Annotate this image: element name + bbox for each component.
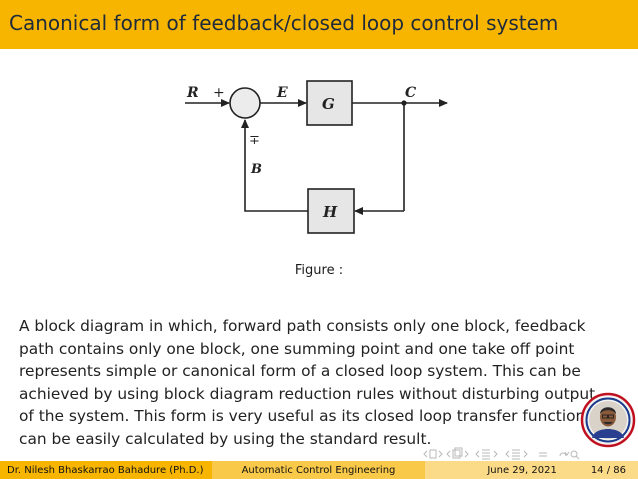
footer-bar: Dr. Nilesh Bhaskarrao Bahadure (Ph.D.) A… <box>0 461 638 479</box>
page-number: 14 / 86 <box>590 464 626 476</box>
body-line: path contains only one block, one summin… <box>19 339 575 358</box>
nav-section-icon[interactable] <box>475 449 498 460</box>
forward-block-g <box>306 80 353 126</box>
forward-block-label: G <box>322 95 335 113</box>
title-bar: Canonical form of feedback/closed loop c… <box>0 0 638 49</box>
error-label: E <box>276 85 288 101</box>
beamer-nav-icons[interactable] <box>423 447 623 461</box>
footer-author: Dr. Nilesh Bhaskarrao Bahadure (Ph.D.) <box>0 461 212 479</box>
footer-course: Automatic Control Engineering <box>212 461 425 479</box>
nav-search-icon[interactable] <box>559 450 580 460</box>
feedback-block-label: H <box>322 203 338 221</box>
feedback-sign: ∓ <box>249 133 260 148</box>
body-line: achieved by using block diagram reductio… <box>19 384 596 403</box>
body-paragraph: A block diagram in which, forward path c… <box>19 315 619 450</box>
plus-sign: + <box>213 85 225 101</box>
body-line: can be easily calculated by using the st… <box>19 429 432 448</box>
nav-document-icon[interactable] <box>505 449 528 460</box>
figure-caption: Figure : <box>0 263 638 278</box>
footer-date: June 29, 2021 <box>487 464 557 476</box>
body-line: of the system. This form is very useful … <box>19 407 586 425</box>
footer-date-page: June 29, 2021 14 / 86 <box>425 461 638 479</box>
nav-subsection-icon[interactable] <box>446 447 469 459</box>
institute-logo-avatar <box>580 392 636 448</box>
slide-title: Canonical form of feedback/closed loop c… <box>9 11 559 35</box>
feedback-signal-label: B <box>250 162 262 177</box>
author-name: Dr. Nilesh Bhaskarrao Bahadure (Ph.D.) <box>7 464 204 476</box>
input-label: R <box>186 85 199 101</box>
summing-junction <box>229 87 261 119</box>
body-line: A block diagram in which, forward path c… <box>19 317 586 335</box>
output-label: C <box>405 85 416 101</box>
nav-appendix-icon[interactable] <box>539 452 547 457</box>
block-diagram: R + E G C ∓ B H <box>185 80 448 234</box>
nav-frame-icon[interactable] <box>423 449 443 459</box>
course-name: Automatic Control Engineering <box>241 464 396 476</box>
feedback-return-line <box>241 119 308 212</box>
figure-caption-label: Figure : <box>294 263 344 278</box>
body-line: represents simple or canonical form of a… <box>19 362 581 380</box>
